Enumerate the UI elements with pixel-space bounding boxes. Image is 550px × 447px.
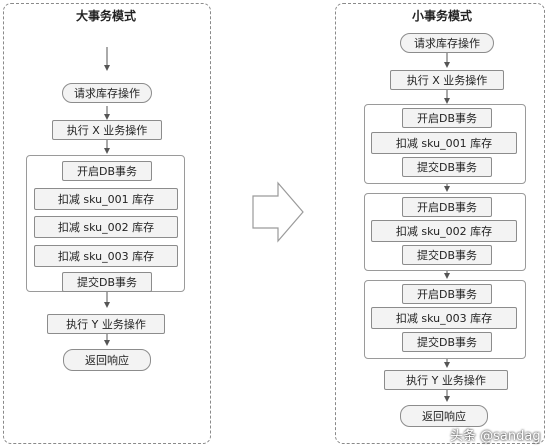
right-g2-deduct-sku-002-node: 扣减 sku_002 库存: [371, 220, 517, 242]
left-return-response-node: 返回响应: [63, 349, 151, 371]
right-exec-x-node: 执行 X 业务操作: [390, 70, 504, 90]
big-transaction-panel: [3, 3, 211, 444]
right-g1-deduct-sku-001-node: 扣减 sku_001 库存: [371, 132, 517, 154]
small-transaction-panel: [335, 3, 545, 444]
left-exec-x-node: 执行 X 业务操作: [52, 120, 162, 140]
right-g2-begin-node: 开启DB事务: [402, 197, 492, 217]
right-g2-commit-node: 提交DB事务: [402, 245, 492, 265]
right-g1-commit-node: 提交DB事务: [402, 157, 492, 177]
left-begin-db-transaction-node: 开启DB事务: [62, 161, 152, 181]
left-deduct-sku-001-node: 扣减 sku_001 库存: [34, 188, 178, 210]
left-request-stock-node: 请求库存操作: [62, 83, 152, 103]
right-g3-begin-node: 开启DB事务: [402, 284, 492, 304]
left-deduct-sku-002-node: 扣减 sku_002 库存: [34, 216, 178, 238]
right-g1-begin-node: 开启DB事务: [402, 108, 492, 128]
right-g3-deduct-sku-003-node: 扣减 sku_003 库存: [371, 307, 517, 329]
right-exec-y-node: 执行 Y 业务操作: [384, 370, 508, 390]
right-request-stock-node: 请求库存操作: [400, 33, 494, 53]
left-deduct-sku-003-node: 扣减 sku_003 库存: [34, 245, 178, 267]
big-transaction-title: 大事务模式: [76, 9, 137, 23]
small-transaction-title: 小事务模式: [412, 9, 473, 23]
watermark: 头条 @sandag: [450, 429, 541, 444]
right-return-response-node: 返回响应: [400, 405, 488, 427]
right-g3-commit-node: 提交DB事务: [402, 332, 492, 352]
left-commit-db-transaction-node: 提交DB事务: [62, 272, 152, 292]
left-exec-y-node: 执行 Y 业务操作: [47, 314, 165, 334]
